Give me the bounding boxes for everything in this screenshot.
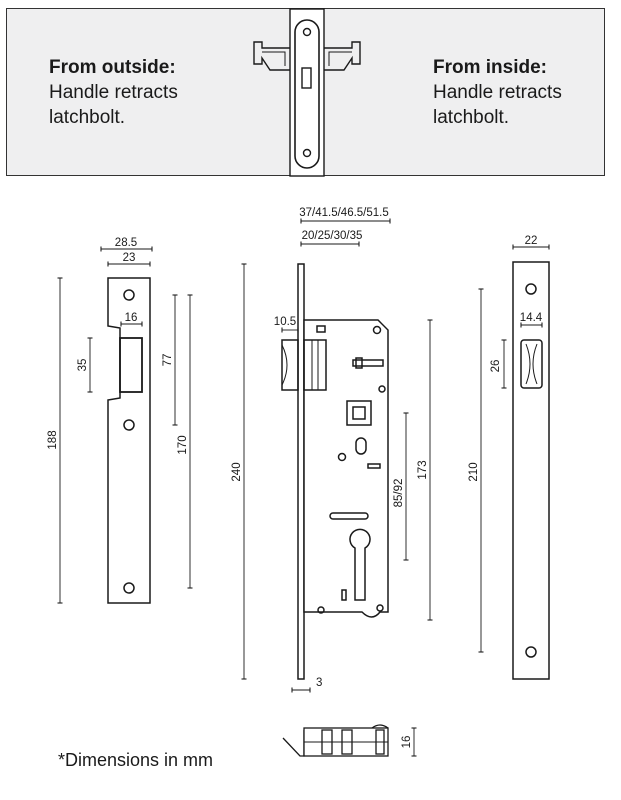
bottom-view [282, 724, 389, 757]
dim-strike-outer-width: 28.5 [115, 237, 137, 249]
strike-screw-top-icon [123, 289, 135, 301]
case-rivet-icon [378, 385, 386, 393]
cylinder-cutout [349, 528, 371, 601]
dim-faceplate-height: 240 [231, 462, 243, 481]
inside-handle-icon [324, 41, 361, 71]
dim-front-hole-height: 26 [490, 360, 502, 373]
case-oval-slot [355, 437, 367, 455]
faceplate-screw-bottom-icon [302, 148, 312, 158]
dim-front-width: 22 [525, 235, 538, 247]
dim-strike-hole-height: 35 [77, 359, 89, 372]
case-screw-mid-icon [337, 452, 347, 462]
dim-backset-outer: 37/41.5/46.5/51.5 [299, 207, 389, 219]
follower-square-hole [346, 400, 372, 426]
front-latch-opening [520, 339, 543, 389]
dim-bottom-depth: 16 [401, 736, 413, 749]
front-faceplate [512, 261, 550, 680]
strike-plate [107, 277, 151, 604]
faceplate-screw-top-icon [302, 27, 312, 37]
lock-faceplate [297, 263, 305, 680]
inside-heading: From inside: [433, 57, 548, 78]
outside-line-2: latchbolt. [49, 107, 126, 128]
latch-slot [301, 67, 312, 89]
latch-housing [303, 339, 327, 391]
dim-case-height: 173 [417, 460, 429, 479]
outside-handle-icon [253, 41, 290, 71]
outside-heading: From outside: [49, 57, 176, 78]
dim-front-hole-width: 14.4 [520, 312, 543, 324]
dim-front-height: 210 [468, 462, 480, 481]
dim-strike-hole-width: 16 [125, 312, 138, 324]
dim-faceplate-thickness: 3 [316, 677, 322, 689]
inside-line-1: Handle retracts [433, 82, 562, 103]
case-slot-top [352, 359, 384, 367]
units-footnote: *Dimensions in mm [58, 750, 214, 770]
latchbolt [281, 339, 299, 391]
dim-strike-lower: 170 [177, 435, 189, 454]
dim-strike-upper: 77 [162, 354, 174, 367]
dim-strike-width: 23 [123, 252, 136, 264]
front-screw-bottom-icon [525, 646, 537, 658]
dim-latch-width: 10.5 [274, 316, 296, 328]
door-section-illustration [253, 8, 361, 177]
lock-faceplate-top-view [294, 19, 320, 169]
case-slot-mid [329, 512, 369, 520]
front-screw-top-icon [525, 283, 537, 295]
lock-body [281, 263, 389, 680]
lock-dimension-lines [241, 218, 433, 693]
dim-strike-height: 188 [47, 430, 59, 449]
front-dimension-lines [478, 244, 550, 653]
inside-line-2: latchbolt. [433, 107, 510, 128]
strike-screw-bottom-icon [123, 582, 135, 594]
outside-line-1: Handle retracts [49, 82, 178, 103]
strike-latch-hole [119, 337, 143, 393]
case-screw-bottom-icon [317, 606, 325, 614]
dim-backset-inner: 20/25/30/35 [302, 230, 363, 242]
dim-center-distance: 85/92 [393, 479, 405, 508]
inside-description: From inside: Handle retracts latchbolt. [433, 55, 562, 130]
strike-dimension-lines [57, 246, 193, 604]
strike-screw-mid-icon [123, 419, 135, 431]
outside-description: From outside: Handle retracts latchbolt. [49, 55, 178, 130]
case-screw-top-icon [372, 325, 382, 335]
